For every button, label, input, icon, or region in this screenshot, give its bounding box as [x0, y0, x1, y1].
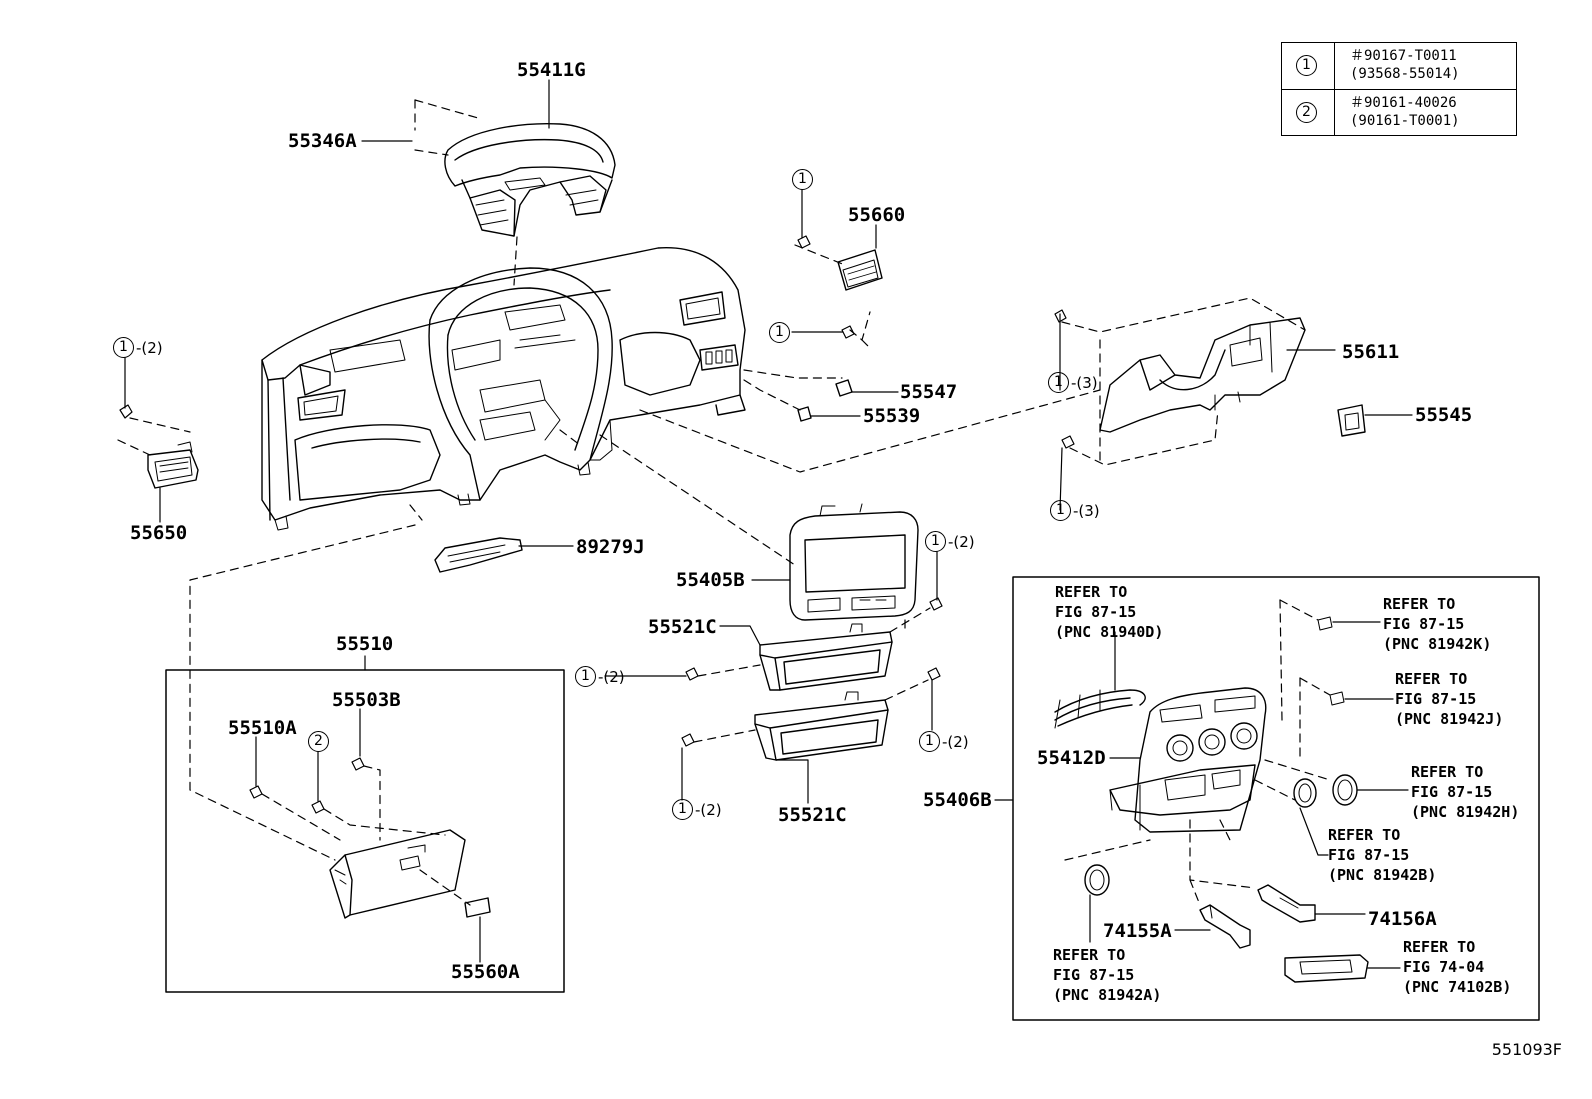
knob-rings: [1084, 774, 1358, 896]
part-label-55521C-lower[interactable]: 55521C: [778, 804, 847, 826]
legend-row: 2 ＃90161-40026 (90161-T0001): [1282, 89, 1516, 136]
legend-symbol: 1: [1296, 55, 1317, 76]
legend-part-number: ＃90167-T0011: [1350, 48, 1457, 64]
leader-lines: [124, 79, 1413, 969]
part-label-55650[interactable]: 55650: [130, 522, 188, 544]
legend-part-number: ＃90161-40026: [1350, 95, 1457, 111]
legend-alt-part-number: (93568-55014): [1350, 66, 1460, 82]
fastener-callout[interactable]: 1: [792, 168, 815, 191]
box-74102B: [1284, 954, 1369, 983]
fastener-callout[interactable]: 1-(2): [919, 730, 969, 753]
glove-box-door: [329, 829, 466, 919]
refer-note-81942A[interactable]: REFER TO FIG 87-15 (PNC 81942A): [1053, 946, 1162, 1004]
refer-note-81942K[interactable]: REFER TO FIG 87-15 (PNC 81942K): [1383, 595, 1492, 653]
small-clips: [1317, 616, 1345, 706]
fastener-callout[interactable]: 1-(2): [575, 665, 625, 688]
part-label-55660[interactable]: 55660: [848, 204, 906, 226]
center-vent-55660: [797, 235, 883, 339]
fastener-callout[interactable]: 1-(2): [113, 336, 163, 359]
clip-55545: [1337, 404, 1366, 437]
glovebox-assembly-frame: [165, 669, 565, 993]
glovebox-screws: [249, 757, 365, 814]
fastener-callout[interactable]: 1-(2): [925, 530, 975, 553]
part-label-55545[interactable]: 55545: [1415, 404, 1473, 426]
assembly-guides-top: [189, 99, 1101, 861]
part-label-55406B[interactable]: 55406B: [923, 789, 992, 811]
bracket-74155A: [1199, 904, 1251, 949]
fastener-callout[interactable]: 1-(3): [1050, 499, 1100, 522]
climate-panel-assembly-frame: [1012, 576, 1540, 1021]
cable-harness-81940D: [1054, 689, 1146, 729]
legend-symbol: 2: [1296, 102, 1317, 123]
part-label-55405B[interactable]: 55405B: [676, 569, 745, 591]
part-label-55510A[interactable]: 55510A: [228, 717, 297, 739]
refer-note-81942J[interactable]: REFER TO FIG 87-15 (PNC 81942J): [1395, 670, 1504, 728]
clip-55539: [797, 406, 812, 422]
refer-note-81940D[interactable]: REFER TO FIG 87-15 (PNC 81940D): [1055, 583, 1164, 641]
fastener-callout[interactable]: 2: [308, 730, 331, 753]
striker-55560A: [464, 897, 491, 918]
pocket-55521C-upper: [759, 623, 893, 691]
heater-control-panel-55412D: [1109, 687, 1267, 833]
part-label-89279J[interactable]: 89279J: [576, 536, 645, 558]
part-label-55346A[interactable]: 55346A: [288, 130, 357, 152]
fastener-callout[interactable]: 1-(3): [1048, 371, 1098, 394]
part-label-74155A[interactable]: 74155A: [1103, 920, 1172, 942]
part-label-55547[interactable]: 55547: [900, 381, 958, 403]
part-label-55411G[interactable]: 55411G: [517, 59, 586, 81]
refer-note-81942H[interactable]: REFER TO FIG 87-15 (PNC 81942H): [1411, 763, 1520, 821]
drawing-id: 551093F: [1491, 1040, 1562, 1059]
part-label-55412D[interactable]: 55412D: [1037, 747, 1106, 769]
pocket-55521C-lower: [754, 691, 889, 761]
refer-note-81942B[interactable]: REFER TO FIG 87-15 (PNC 81942B): [1328, 826, 1437, 884]
clip-55547: [835, 379, 853, 397]
lower-cover-55611: [1054, 309, 1306, 449]
part-label-55560A[interactable]: 55560A: [451, 961, 520, 983]
center-bezel-55405B: [789, 503, 919, 621]
bracket-74156A: [1257, 884, 1316, 923]
part-label-55539[interactable]: 55539: [863, 405, 921, 427]
part-label-55521C-upper[interactable]: 55521C: [648, 616, 717, 638]
fastener-legend-table: 1 ＃90167-T0011 (93568-55014) 2 ＃90161-40…: [1281, 42, 1517, 136]
part-label-55611[interactable]: 55611: [1342, 341, 1400, 363]
cluster-hood-55411G: [444, 123, 616, 237]
part-label-55503B[interactable]: 55503B: [332, 689, 401, 711]
fastener-callout[interactable]: 1-(2): [672, 798, 722, 821]
part-label-55510[interactable]: 55510: [336, 633, 394, 655]
fastener-callout[interactable]: 1: [769, 321, 792, 344]
instrument-panel: [261, 247, 746, 531]
part-label-74156A[interactable]: 74156A: [1368, 908, 1437, 930]
legend-row: 1 ＃90167-T0011 (93568-55014): [1282, 43, 1516, 89]
refer-note-74102B[interactable]: REFER TO FIG 74-04 (PNC 74102B): [1403, 938, 1512, 996]
trim-89279J: [434, 537, 523, 573]
legend-alt-part-number: (90161-T0001): [1350, 113, 1460, 129]
